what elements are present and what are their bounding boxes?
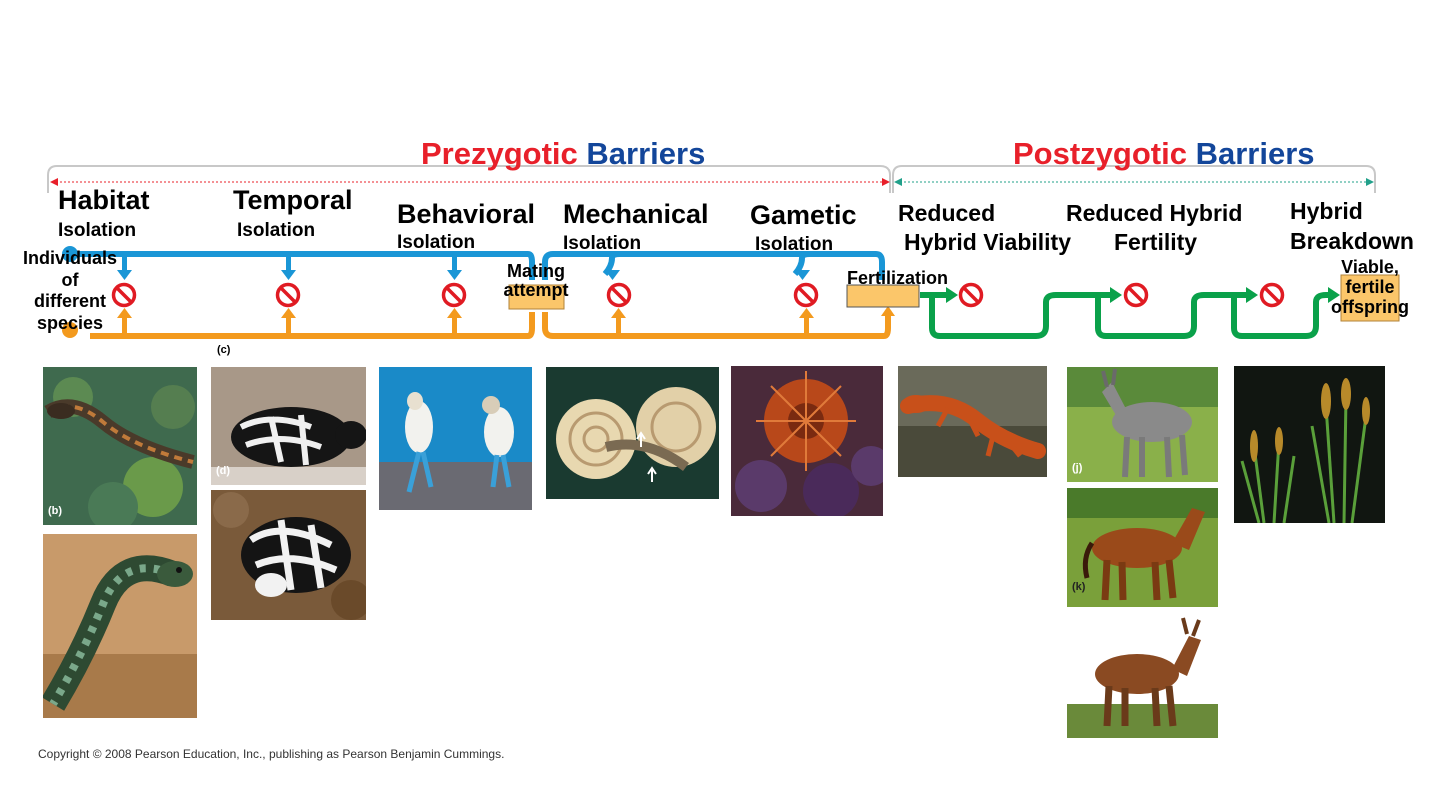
postzygotic-bracket: [892, 165, 1376, 193]
mating-attempt-label: Mating attempt: [496, 262, 576, 300]
offspring-label: Viable, fertile offspring: [1322, 257, 1418, 317]
skunk-photo-d: (d): [211, 367, 366, 485]
start-label-line1: Individuals: [22, 248, 118, 268]
mechanical-subtitle: Isolation: [563, 233, 642, 254]
habitat-title: Habitat: [58, 185, 150, 215]
green-path: [920, 292, 1330, 339]
prezygotic-barriers-word: Barriers: [586, 136, 706, 171]
gametic-subtitle: Isolation: [755, 234, 834, 255]
start-orange-dot: [62, 322, 78, 338]
fertilization-box: [846, 284, 920, 308]
snail-photo: [546, 367, 719, 499]
habitat-subtitle: Isolation: [58, 220, 137, 241]
mating-attempt-line2: attempt: [503, 279, 569, 300]
block-icon-mechanical: [606, 282, 632, 308]
offspring-line2: fertile: [1345, 276, 1395, 297]
reduced-fertility-line2: Fertility: [1114, 229, 1198, 255]
orange-path: [90, 312, 535, 339]
mating-attempt-line1: Mating: [507, 261, 565, 281]
snake-ground-photo: [43, 534, 197, 718]
postzygotic-arrowhead-right: [1366, 178, 1374, 186]
blue-path: [70, 251, 535, 280]
snake-water-photo: (b): [43, 367, 197, 525]
prezygotic-word: Prezygotic: [421, 136, 578, 171]
prezygotic-arrowhead-left: [50, 178, 58, 186]
mating-attempt-box: [508, 284, 565, 310]
skunk-photo-c: [211, 490, 366, 620]
blue-footed-booby-photo: [379, 367, 532, 510]
fertilization-label: Fertilization: [847, 268, 949, 288]
reduced-viability-line2: Hybrid Viability: [904, 229, 1072, 255]
postzygotic-arrowhead-left: [894, 178, 902, 186]
postzygotic-barriers-word: Barriers: [1195, 136, 1315, 171]
temporal-subtitle: Isolation: [237, 220, 316, 241]
copyright-notice: Copyright © 2008 Pearson Education, Inc.…: [38, 747, 505, 761]
block-icon-fertility: [1123, 282, 1149, 308]
horse-photo: (k): [1067, 488, 1218, 607]
hybrid-breakdown-line2: Breakdown: [1290, 228, 1414, 254]
rice-photo: [1234, 366, 1385, 523]
postzygotic-header: Postzygotic Barriers: [1013, 136, 1315, 172]
start-blue-dot: [62, 246, 78, 262]
orange-path-mechanical: [542, 312, 891, 339]
start-label-line2: of: [61, 269, 79, 290]
photo-label-d: (d): [216, 465, 231, 477]
photo-label-k: (k): [1072, 581, 1086, 593]
section-brackets: [47, 165, 1376, 193]
behavioral-title: Behavioral: [397, 199, 536, 229]
block-icon-gametic: [793, 282, 819, 308]
reduced-fertility-line1: Reduced Hybrid: [1066, 200, 1243, 226]
reduced-viability-line1: Reduced: [898, 200, 996, 226]
postzygotic-word: Postzygotic: [1013, 136, 1187, 171]
salamander-photo: [898, 366, 1047, 477]
flow-diagram: [62, 246, 1400, 339]
start-label-line3: different: [34, 291, 106, 312]
photo-label-b: (b): [48, 505, 63, 517]
block-icon-behavioral: [441, 282, 467, 308]
mule-photo: [1067, 614, 1218, 738]
photo-label-j: (j): [1072, 462, 1083, 474]
donkey-photo: (j): [1067, 367, 1218, 482]
block-icon-temporal: [275, 282, 301, 308]
offspring-box: [1340, 274, 1400, 322]
prezygotic-header: Prezygotic Barriers: [421, 136, 705, 172]
offspring-line1: Viable,: [1341, 257, 1399, 277]
prezygotic-arrowhead-right: [882, 178, 890, 186]
mechanical-title: Mechanical: [563, 199, 709, 229]
offspring-line3: offspring: [1331, 296, 1409, 317]
block-icon-breakdown: [1259, 282, 1285, 308]
gametic-title: Gametic: [750, 200, 857, 230]
photo-label-c: (c): [217, 344, 231, 356]
prezygotic-bracket: [47, 165, 891, 193]
temporal-title: Temporal: [233, 185, 353, 215]
block-icon-viability: [958, 282, 984, 308]
start-label-line4: species: [36, 312, 104, 333]
start-label: Individuals of different species: [10, 248, 130, 334]
sea-urchin-photo: [731, 366, 883, 516]
blue-path-mechanical: [542, 251, 885, 280]
behavioral-subtitle: Isolation: [397, 232, 476, 253]
hybrid-breakdown-line1: Hybrid: [1290, 198, 1363, 224]
